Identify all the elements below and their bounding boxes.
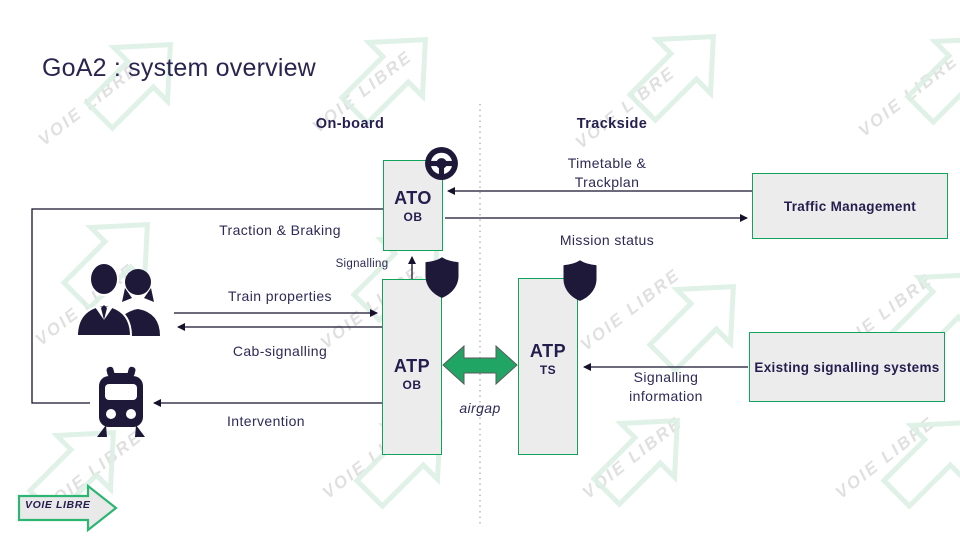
shield-icon-trackside [563,260,597,301]
node-atp-ob-label: ATP [393,356,431,376]
train-crew-icon [75,262,160,337]
label-train-properties: Train properties [228,288,332,304]
voie-libre-logo [17,483,118,533]
section-header-onboard: On-board [315,116,385,132]
node-atp-ts-sub: TS [539,363,557,377]
steering-wheel-icon [425,147,458,180]
label-mission-status: Mission status [559,232,655,248]
watermark-arrow-icon [626,34,716,124]
node-atp-ob: ATP OB [382,279,442,455]
watermark-arrow-icon [904,36,960,126]
watermark-arrow-icon [83,42,173,132]
train-icon [97,366,145,437]
watermark-arrow-icon [880,420,960,510]
label-cab-signalling: Cab-signalling [232,343,328,359]
watermark-arrow-icon [338,37,428,127]
label-intervention: Intervention [227,413,305,429]
label-timetable-trackplan: Timetable & Trackplan [567,155,647,190]
page-title: GoA2 : system overview [42,54,316,82]
node-existing-signalling-label: Existing signalling systems [754,359,940,375]
node-atp-ts-label: ATP [529,341,567,361]
label-signalling-information: Signalling information [629,369,703,404]
voie-libre-logo-text: VOIE LIBRE [25,499,91,511]
watermark-arrow-icon [590,418,680,508]
node-traffic-management: Traffic Management [752,173,948,239]
label-airgap: airgap [459,400,501,416]
watermark-arrow-icon [646,284,736,374]
node-existing-signalling: Existing signalling systems [749,332,945,402]
node-ato-label: ATO [394,187,432,208]
label-signalling: Signalling [335,258,389,270]
label-traction-braking: Traction & Braking [219,222,341,238]
node-traffic-management-label: Traffic Management [783,198,917,214]
node-ato-sub: OB [403,209,423,224]
node-atp-ts: ATP TS [518,278,578,455]
shield-icon-onboard [425,257,459,298]
node-atp-ob-sub: OB [402,378,422,392]
section-header-trackside: Trackside [576,116,648,132]
